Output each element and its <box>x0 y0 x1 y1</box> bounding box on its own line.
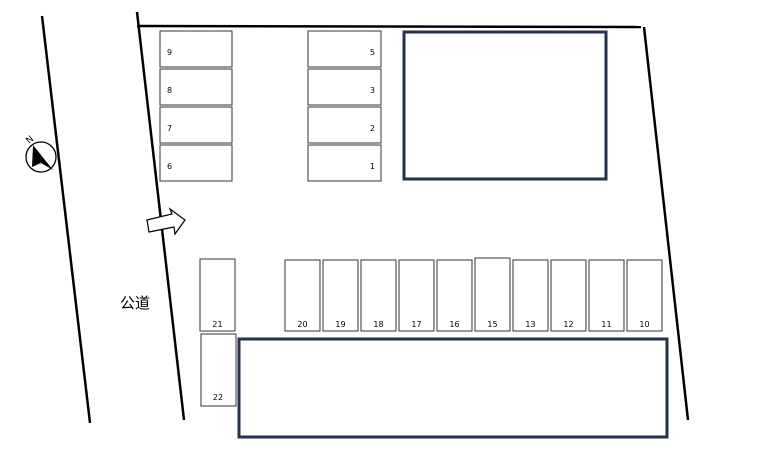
parking-space-outline <box>550 259 587 332</box>
parking-space-number: 10 <box>639 320 649 329</box>
parking-space-number: 2 <box>370 124 375 133</box>
parking-space-outline <box>436 259 473 332</box>
parking-space-outline <box>398 259 435 332</box>
parking-space-number: 7 <box>167 124 172 133</box>
building-north <box>402 30 608 181</box>
parking-space-number: 11 <box>601 320 611 329</box>
entrance-arrow-icon <box>146 207 186 236</box>
parking-space-number: 5 <box>370 48 375 57</box>
parking-space-11: 11 <box>588 259 625 332</box>
parking-space-21: 21 <box>199 258 236 332</box>
parking-space-outline <box>159 30 233 68</box>
parking-space-number: 12 <box>563 320 573 329</box>
parking-space-outline <box>360 259 397 332</box>
parking-space-number: 15 <box>487 320 497 329</box>
parking-space-number: 9 <box>167 48 172 57</box>
parking-space-number: 13 <box>525 320 535 329</box>
road-edge-line <box>40 15 92 424</box>
parking-space-outline <box>307 30 382 68</box>
parking-space-20: 20 <box>284 259 321 332</box>
parking-space-outline <box>159 68 233 106</box>
parking-space-10: 10 <box>626 259 663 332</box>
parking-space-number: 6 <box>167 162 172 171</box>
parking-space-15: 15 <box>474 257 511 332</box>
parking-space-13: 13 <box>512 259 549 332</box>
parking-space-9: 9 <box>159 30 233 68</box>
road-label: 公道 <box>120 294 150 312</box>
parking-space-outline <box>307 144 382 182</box>
parking-space-8: 8 <box>159 68 233 106</box>
parking-space-outline <box>200 333 237 407</box>
parking-space-number: 18 <box>373 320 383 329</box>
parking-space-outline <box>322 259 359 332</box>
parking-space-outline <box>474 257 511 332</box>
parking-space-16: 16 <box>436 259 473 332</box>
parking-space-number: 22 <box>213 393 223 402</box>
building-south <box>237 337 669 439</box>
north-label: N <box>25 134 37 146</box>
site-boundary-north <box>136 24 642 29</box>
parking-space-number: 17 <box>411 320 421 329</box>
parking-space-number: 21 <box>212 320 222 329</box>
north-arrow-icon: N <box>25 134 57 173</box>
parking-space-number: 16 <box>449 320 459 329</box>
parking-space-3: 3 <box>307 68 382 106</box>
site-boundary-east <box>642 26 690 421</box>
parking-space-outline <box>307 68 382 106</box>
parking-space-6: 6 <box>159 144 233 182</box>
parking-space-outline <box>284 259 321 332</box>
parking-space-number: 1 <box>370 162 375 171</box>
parking-space-12: 12 <box>550 259 587 332</box>
parking-space-outline <box>588 259 625 332</box>
parking-space-number: 19 <box>335 320 345 329</box>
parking-space-outline <box>159 144 233 182</box>
parking-space-5: 5 <box>307 30 382 68</box>
parking-space-outline <box>512 259 549 332</box>
parking-space-1: 1 <box>307 144 382 182</box>
parking-space-outline <box>159 106 233 144</box>
site-boundary-west <box>135 11 186 421</box>
parking-space-outline <box>626 259 663 332</box>
parking-space-17: 17 <box>398 259 435 332</box>
parking-space-18: 18 <box>360 259 397 332</box>
parking-space-number: 20 <box>297 320 307 329</box>
parking-space-number: 3 <box>370 86 375 95</box>
parking-space-7: 7 <box>159 106 233 144</box>
parking-space-number: 8 <box>167 86 172 95</box>
parking-space-outline <box>199 258 236 332</box>
parking-space-2: 2 <box>307 106 382 144</box>
parking-space-19: 19 <box>322 259 359 332</box>
parking-space-22: 22 <box>200 333 237 407</box>
parking-space-outline <box>307 106 382 144</box>
